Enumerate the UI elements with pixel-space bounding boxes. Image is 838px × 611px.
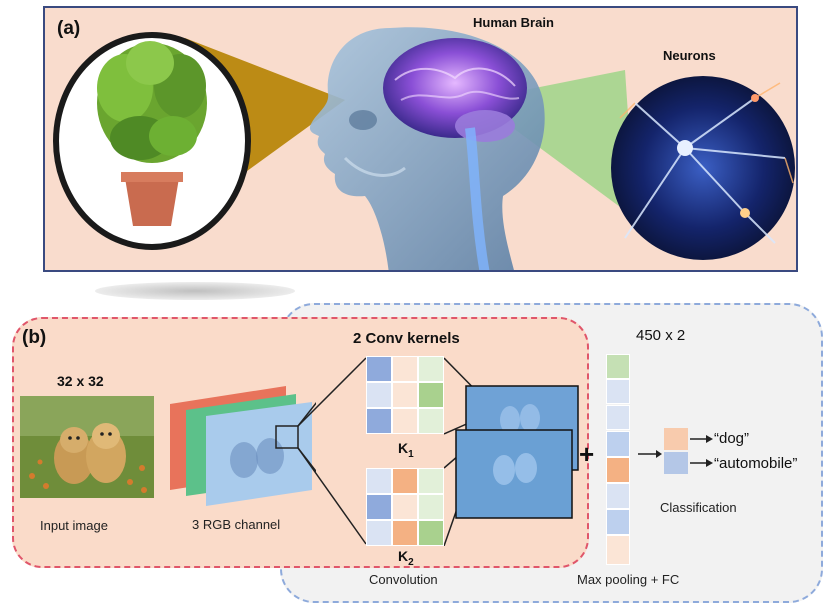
kernels-title: 2 Conv kernels — [353, 330, 460, 347]
pooling-cell — [606, 483, 630, 509]
panel-b-tag: (b) — [22, 327, 47, 348]
pooling-vector — [606, 354, 630, 565]
neurons-label: Neurons — [663, 48, 716, 63]
kernel-cell — [392, 408, 418, 434]
kernel-cell — [392, 468, 418, 494]
kernel-cell — [418, 382, 444, 408]
kernel-cell — [418, 356, 444, 382]
kernel-k2-letter: K — [398, 548, 409, 564]
brain-label: Human Brain — [473, 15, 554, 30]
kernel-cell — [366, 520, 392, 546]
kernel-cell — [392, 382, 418, 408]
kernel-k2-label: K2 — [398, 548, 414, 568]
rgb-caption: 3 RGB channel — [192, 517, 281, 532]
kernel-cell — [418, 468, 444, 494]
kernel-k1-subscript: 1 — [408, 448, 414, 460]
class-automobile-label: “automobile” — [714, 455, 798, 472]
plus-sign: + — [579, 439, 595, 469]
panel-a: (a) Human Brain Neurons — [43, 6, 798, 272]
kernel-k2 — [366, 468, 444, 546]
pooling-cell — [606, 431, 630, 457]
rgb-channels — [170, 386, 316, 506]
kernel-cell — [366, 356, 392, 382]
pooling-cell — [606, 379, 630, 404]
kernel-cell — [392, 356, 418, 382]
classification-arrows — [638, 428, 713, 474]
kernel-k1-label: K1 — [398, 440, 414, 460]
kernel-cell — [418, 408, 444, 434]
kernel-connectors — [297, 357, 367, 545]
pooling-cell — [606, 405, 630, 430]
kernel-cell — [366, 468, 392, 494]
input-image — [20, 396, 154, 498]
class-dog-label: “dog” — [714, 430, 750, 447]
kernel-k2-subscript: 2 — [408, 556, 414, 568]
input-size-label: 32 x 32 — [57, 373, 104, 389]
kernel-k1-letter: K — [398, 440, 409, 456]
class-dog-cell — [664, 428, 688, 450]
panel-a-tag: (a) — [57, 18, 81, 39]
pool-size-label: 450 x 2 — [636, 327, 686, 344]
kernel-cell — [366, 382, 392, 408]
kernel-cell — [392, 494, 418, 520]
pooling-cell — [606, 509, 630, 535]
class-auto-cell — [664, 452, 688, 474]
pool-caption: Max pooling + FC — [577, 572, 680, 587]
pooling-cell — [606, 354, 630, 379]
pooling-cell — [606, 457, 630, 483]
pooling-cell — [606, 535, 630, 565]
plant-illustration — [53, 32, 251, 250]
classification-caption: Classification — [660, 500, 737, 515]
kernel-k1 — [366, 356, 444, 434]
receptive-field-box — [275, 425, 299, 449]
panel-a-illustration — [53, 27, 795, 270]
feature-maps — [444, 357, 579, 546]
neurons-illustration — [611, 76, 795, 260]
panel-a-shadow — [95, 282, 295, 300]
kernel-cell — [366, 494, 392, 520]
head-illustration — [310, 27, 545, 270]
input-image-caption: Input image — [40, 518, 108, 533]
convolution-caption: Convolution — [369, 572, 438, 587]
kernel-cell — [366, 408, 392, 434]
kernel-cell — [392, 520, 418, 546]
kernel-cell — [418, 520, 444, 546]
kernel-cell — [418, 494, 444, 520]
